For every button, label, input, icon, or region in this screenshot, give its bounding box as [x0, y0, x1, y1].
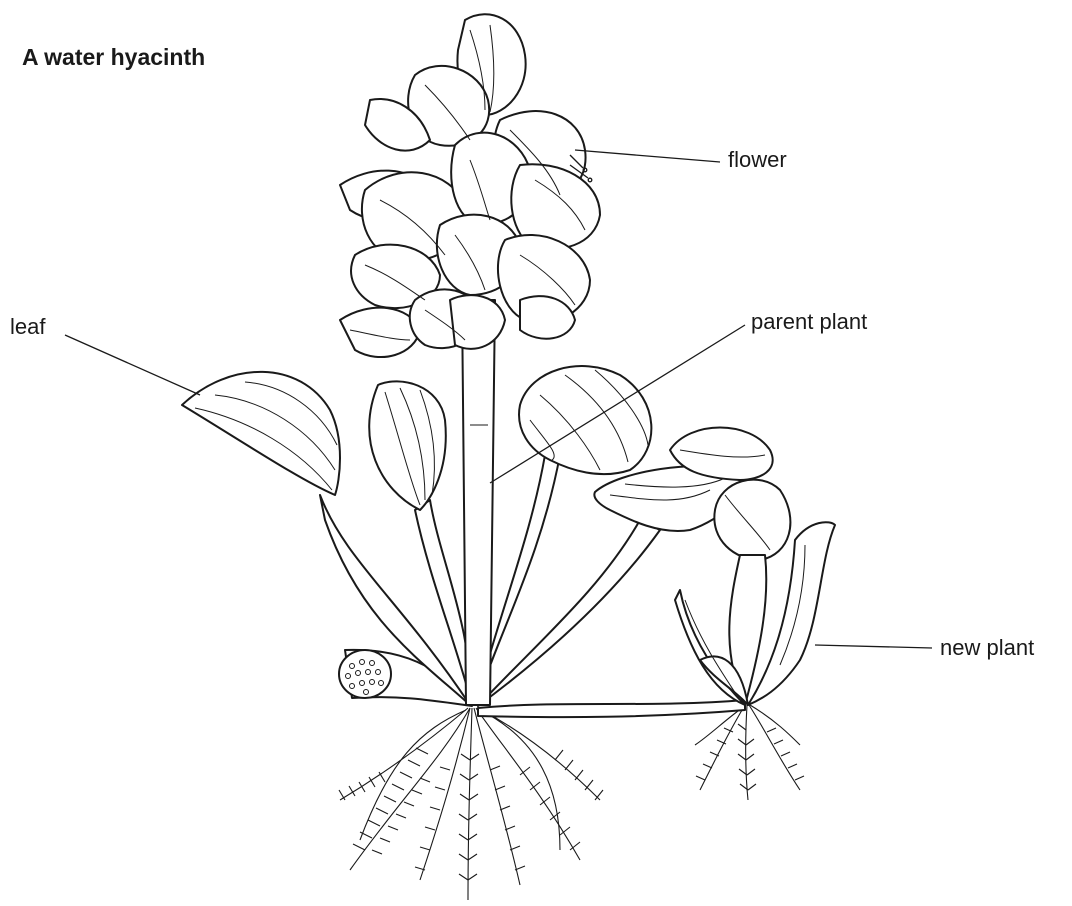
leaf-leader-line	[65, 335, 200, 395]
leaf-blade-center-right	[519, 366, 651, 474]
parent-roots	[340, 708, 600, 900]
parent-plant-label: parent plant	[751, 309, 867, 335]
flower-label: flower	[728, 147, 787, 173]
new-plant-bulb	[714, 480, 790, 560]
flower-cluster	[340, 14, 600, 357]
new-plant-label: new plant	[940, 635, 1034, 661]
leaf-blade-center-left	[369, 381, 446, 510]
flower-stalk	[462, 300, 495, 705]
parent-root-hairs	[339, 748, 603, 880]
new-plant-leader-line	[815, 645, 932, 648]
leaf-blade-left	[182, 372, 340, 495]
stolon	[478, 700, 745, 717]
flower-leader-line	[575, 150, 720, 162]
leaf-label: leaf	[10, 314, 45, 340]
